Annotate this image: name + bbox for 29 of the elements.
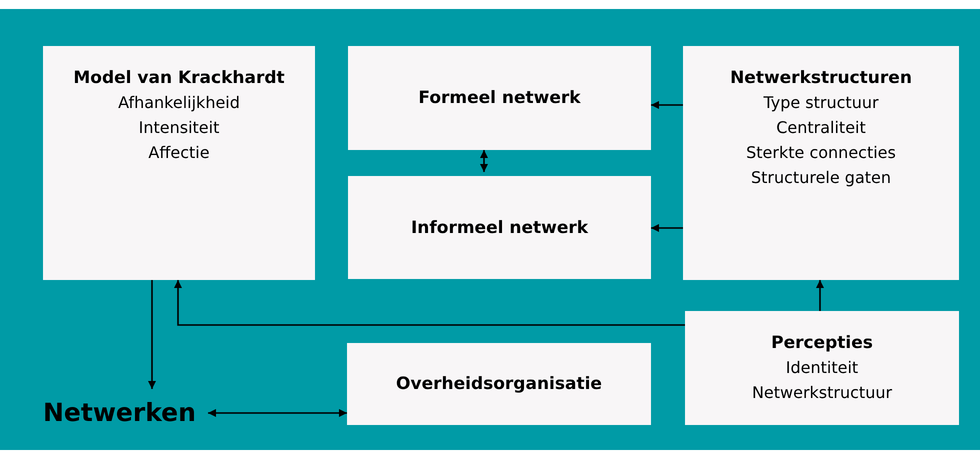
box-text: Intensiteit <box>138 117 220 139</box>
arrow <box>816 280 824 311</box>
box-text: Netwerkstructuur <box>752 382 892 404</box>
arrow <box>174 280 685 326</box>
box-heading: Percepties <box>771 332 873 355</box>
process-box <box>347 343 651 425</box>
box-text: Centraliteit <box>776 117 866 139</box>
box-heading: Informeel netwerk <box>410 216 588 240</box>
box-text: Identiteit <box>786 357 858 379</box>
process-box <box>348 46 651 150</box>
process-box <box>348 176 651 279</box>
box-heading: Overheidsorganisatie <box>396 373 602 396</box>
box-heading: Model van Krackhardt <box>73 67 285 90</box>
concept-box <box>43 46 315 280</box>
box-text: Type structuur <box>763 92 879 114</box>
box-text: Structurele gaten <box>750 167 892 189</box>
arrow <box>208 409 347 417</box>
box-text: Afhankelijkheid <box>118 92 240 114</box>
concept-box <box>683 46 959 280</box>
arrow <box>651 224 683 232</box>
arrow <box>148 280 156 389</box>
box-heading: Netwerkstructuren <box>730 67 912 90</box>
box-text: Affectie <box>148 142 210 164</box>
arrow <box>651 101 683 109</box>
node-label-text: Netwerken <box>43 401 196 425</box>
arrow <box>480 150 488 172</box>
concept-box <box>685 311 959 425</box>
box-text: Sterkte connecties <box>746 142 896 164</box>
box-heading: Formeel netwerk <box>418 87 581 110</box>
